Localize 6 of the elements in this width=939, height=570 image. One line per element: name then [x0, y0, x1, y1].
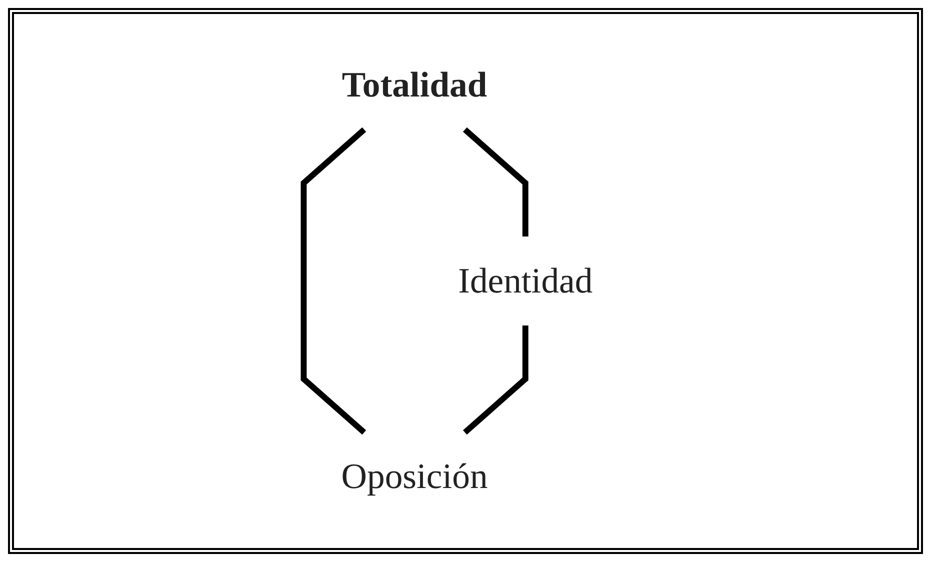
triangle-side [462, 326, 528, 435]
vertex-label: Identidad [458, 261, 592, 301]
triangle-side [462, 127, 528, 236]
triangle-side [300, 127, 366, 435]
vertex-label: Oposición [340, 457, 488, 497]
vertex-label: Totalidad [341, 65, 487, 105]
